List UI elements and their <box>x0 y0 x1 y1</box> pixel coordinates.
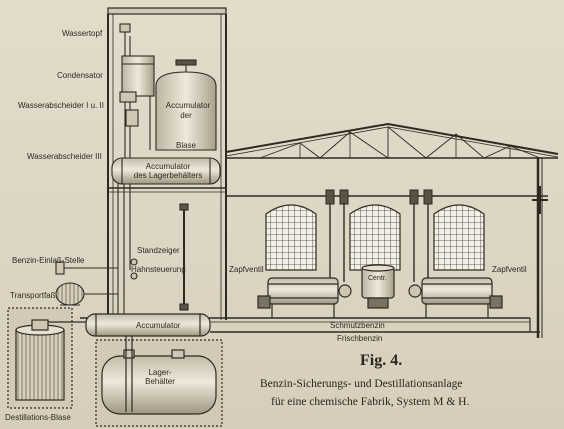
label-frischbenzin: Frischbenzin <box>337 334 383 343</box>
shed-roof <box>225 122 559 338</box>
label-accumulator-lager-1: Accumulator <box>145 162 191 171</box>
label-standzeiger: Standzeiger <box>137 246 180 255</box>
label-accumulator-blase-2: der <box>180 111 192 120</box>
label-schmutzbenzin: Schmutzbenzin <box>330 321 385 330</box>
washer-right <box>408 277 503 318</box>
label-wassertopf: Wassertopf <box>62 29 103 38</box>
lower-accumulator <box>85 313 211 337</box>
label-destillations-blase: Destillations-Blase <box>5 413 71 422</box>
storage-tank <box>95 336 223 427</box>
label-condensator: Condensator <box>57 71 103 80</box>
label-centr: Centr. <box>368 275 387 282</box>
label-wasserabscheider-3: Wasserabscheider III <box>27 152 102 161</box>
label-accumulator-lager-2: des Lagerbehälters <box>133 171 203 180</box>
drive-belts <box>329 204 429 282</box>
label-hahnsteuerung: Hahnsteuerung <box>131 265 186 274</box>
washer-left <box>257 277 352 318</box>
centrifuge <box>361 264 395 309</box>
label-benzin-einlass: Benzin-Einlaß-Stelle <box>12 256 85 265</box>
label-accumulator: Accumulator <box>136 321 181 330</box>
label-wasserabscheider-1-2: Wasserabscheider I u. II <box>18 101 104 110</box>
figure-number: Fig. 4. <box>360 352 403 369</box>
label-zapfventil-left: Zapfventil <box>229 265 264 274</box>
label-transportfass: Transportfaß <box>10 291 56 300</box>
caption-line-2: für eine chemische Fabrik, System M & H. <box>271 396 470 408</box>
tower-apparatus <box>111 23 221 318</box>
shed-windows <box>265 204 485 271</box>
caption-line-1: Benzin-Sicherungs- und Destillationsanla… <box>260 378 463 390</box>
destillation-still <box>7 307 86 409</box>
tower-frame <box>107 7 227 320</box>
label-lager-behaelter-2: Behälter <box>145 377 175 386</box>
label-accumulator-blase-3: Blase <box>175 141 197 150</box>
label-lager-behaelter-1: Lager- <box>148 368 172 377</box>
label-accumulator-blase-1: Accumulator <box>165 101 211 110</box>
inlet-and-barrel <box>55 261 118 306</box>
label-zapfventil-right: Zapfventil <box>492 265 527 274</box>
